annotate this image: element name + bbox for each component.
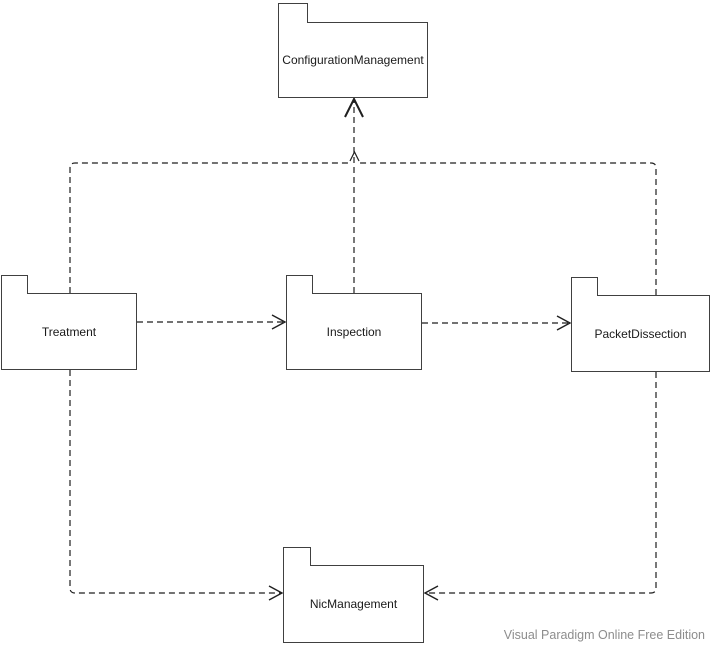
connector-treatment-to-inspection[interactable] [137, 314, 287, 330]
connector-inspection-to-packetdissection[interactable] [422, 315, 572, 331]
open-arrowhead-icon [556, 315, 572, 331]
package-label: Inspection [326, 324, 382, 339]
open-arrowhead-icon [349, 150, 360, 162]
package-label: ConfigurationManagement [282, 53, 424, 67]
package-tab [283, 547, 311, 566]
connector-inspection-to-configurationmanagement[interactable] [344, 96, 364, 293]
package-tab [286, 275, 313, 294]
package-tab [571, 277, 598, 296]
package-packetdissection[interactable]: PacketDissection [571, 277, 710, 372]
connector-treatment-to-nicmanagement[interactable] [69, 370, 284, 601]
package-tab [1, 275, 28, 294]
open-arrowhead-icon [271, 314, 287, 330]
package-inspection[interactable]: Inspection [286, 275, 422, 370]
package-configurationmanagement[interactable]: ConfigurationManagement [278, 3, 428, 98]
package-label: NicManagement [309, 597, 398, 611]
watermark: Visual Paradigm Online Free Edition [503, 628, 705, 642]
connector-packetdissection-to-configurationmanagement[interactable] [359, 162, 657, 295]
connector-treatment-to-configurationmanagement[interactable] [69, 150, 360, 293]
open-arrowhead-icon [268, 585, 284, 601]
package-label: PacketDissection [594, 326, 687, 341]
package-label: Treatment [41, 324, 97, 339]
open-arrowhead-icon [344, 96, 364, 118]
package-nicmanagement[interactable]: NicManagement [283, 547, 424, 643]
package-treatment[interactable]: Treatment [1, 275, 137, 370]
open-arrowhead-icon [423, 585, 439, 601]
package-tab [278, 3, 308, 23]
connector-packetdissection-to-nicmanagement[interactable] [423, 372, 657, 601]
